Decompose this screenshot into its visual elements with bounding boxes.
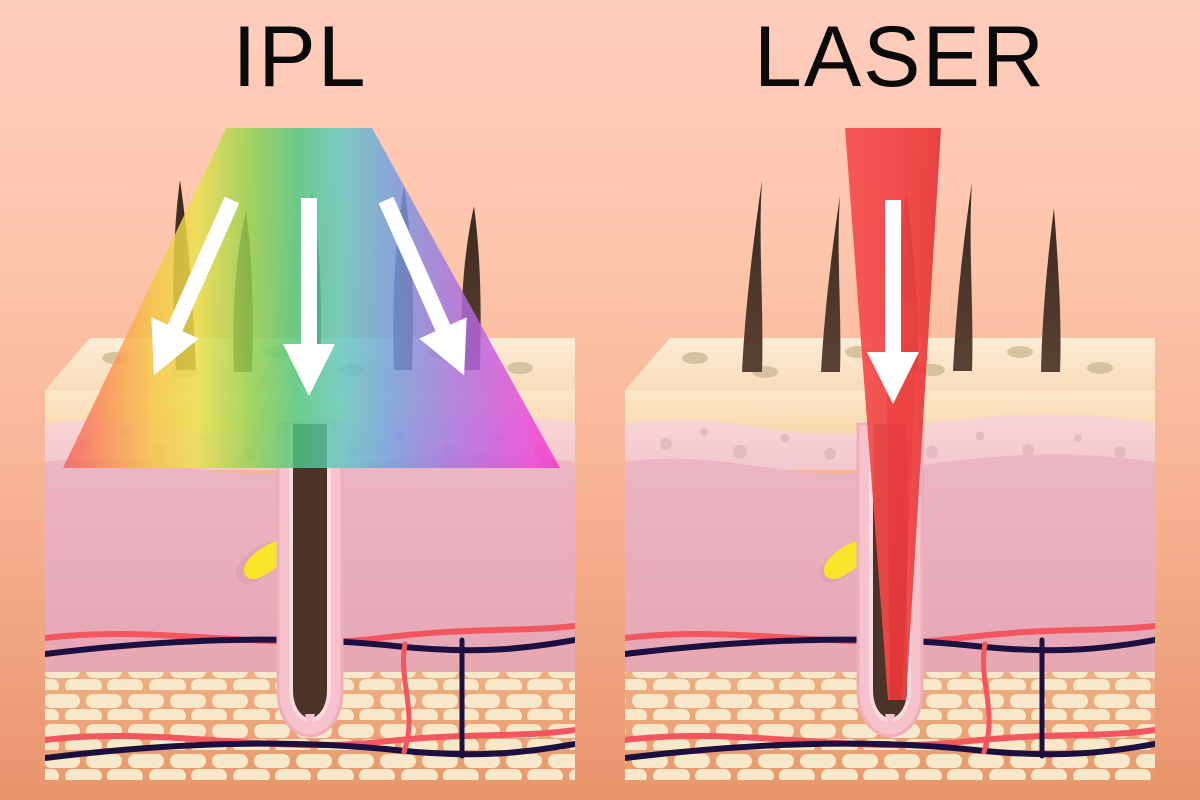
artery-branch-laser bbox=[980, 641, 992, 755]
ipl-arrow-group bbox=[151, 196, 467, 396]
vein-upper-ipl bbox=[45, 636, 575, 657]
vein-lower-laser bbox=[625, 740, 1155, 761]
panel-title-laser: LASER bbox=[753, 9, 1047, 105]
artery-upper-ipl bbox=[45, 623, 575, 646]
panel-title-ipl: IPL bbox=[232, 9, 368, 105]
vessel-group-laser bbox=[625, 623, 1155, 761]
laser-arrow-center bbox=[867, 200, 919, 404]
artery-upper-laser bbox=[625, 623, 1155, 646]
vessel-group-ipl bbox=[45, 623, 575, 761]
artery-branch-ipl bbox=[400, 641, 412, 755]
artery-lower-laser bbox=[625, 727, 1155, 749]
vein-upper-laser bbox=[625, 636, 1155, 657]
hair-follicle-ipl bbox=[276, 422, 344, 738]
artery-lower-ipl bbox=[45, 727, 575, 749]
vein-lower-ipl bbox=[45, 740, 575, 761]
ipl-arrow-center bbox=[283, 198, 335, 396]
laser-arrow-group bbox=[867, 200, 919, 404]
ipl-arrow-left bbox=[151, 196, 240, 376]
ipl-arrow-right bbox=[378, 196, 467, 376]
